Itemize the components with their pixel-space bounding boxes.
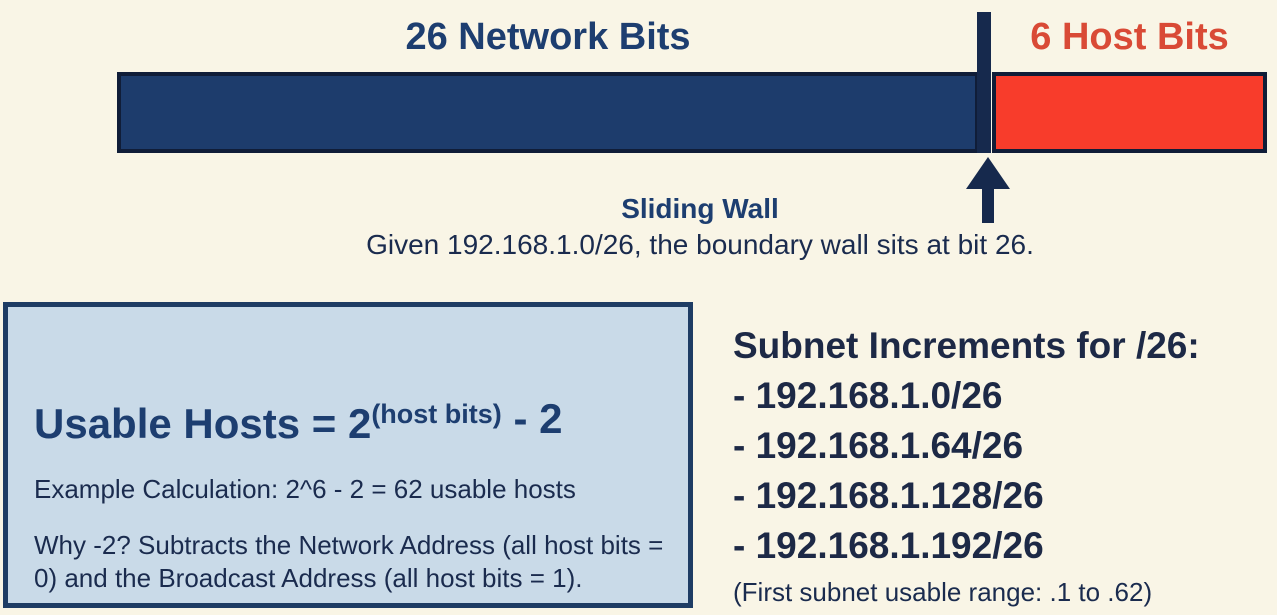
formula-exponent: (host bits) bbox=[371, 399, 502, 429]
usable-range-note: (First subnet usable range: .1 to .62) bbox=[733, 577, 1153, 607]
sliding-wall-caption: Sliding Wall Given 192.168.1.0/26, the b… bbox=[125, 192, 1275, 262]
usable-hosts-formula: Usable Hosts = 2(host bits) - 2 bbox=[34, 395, 668, 448]
subnet-increment-item: - 192.168.1.64/26 bbox=[733, 425, 1024, 466]
example-calculation: Example Calculation: 2^6 - 2 = 62 usable… bbox=[34, 474, 576, 504]
subnet-increment-item: - 192.168.1.0/26 bbox=[733, 375, 1003, 416]
subnet-increment-item: - 192.168.1.128/26 bbox=[733, 475, 1044, 516]
sliding-wall-description: Given 192.168.1.0/26, the boundary wall … bbox=[366, 229, 1034, 260]
formula-prefix: Usable Hosts = 2 bbox=[34, 400, 372, 447]
wall-pointer-arrow-icon bbox=[966, 157, 1010, 223]
formula-suffix: - 2 bbox=[501, 395, 563, 442]
boundary-wall bbox=[977, 12, 991, 153]
arrow-shaft bbox=[982, 189, 994, 223]
why-minus-two-note: Why -2? Subtracts the Network Address (a… bbox=[34, 530, 664, 593]
sliding-wall-title: Sliding Wall bbox=[621, 193, 779, 224]
host-bits-label: 6 Host Bits bbox=[1030, 16, 1229, 58]
subnet-increments: Subnet Increments for /26: - 192.168.1.0… bbox=[733, 321, 1268, 608]
subnet-increments-title: Subnet Increments for /26: bbox=[733, 325, 1200, 366]
bit-bar bbox=[117, 12, 1267, 153]
subnet-increment-item: - 192.168.1.192/26 bbox=[733, 525, 1044, 566]
host-bits-segment bbox=[992, 72, 1267, 153]
network-bits-segment bbox=[117, 72, 979, 153]
network-bits-label: 26 Network Bits bbox=[405, 16, 691, 58]
arrow-head bbox=[966, 157, 1010, 189]
usable-hosts-box: Usable Hosts = 2(host bits) - 2 Example … bbox=[3, 302, 693, 608]
